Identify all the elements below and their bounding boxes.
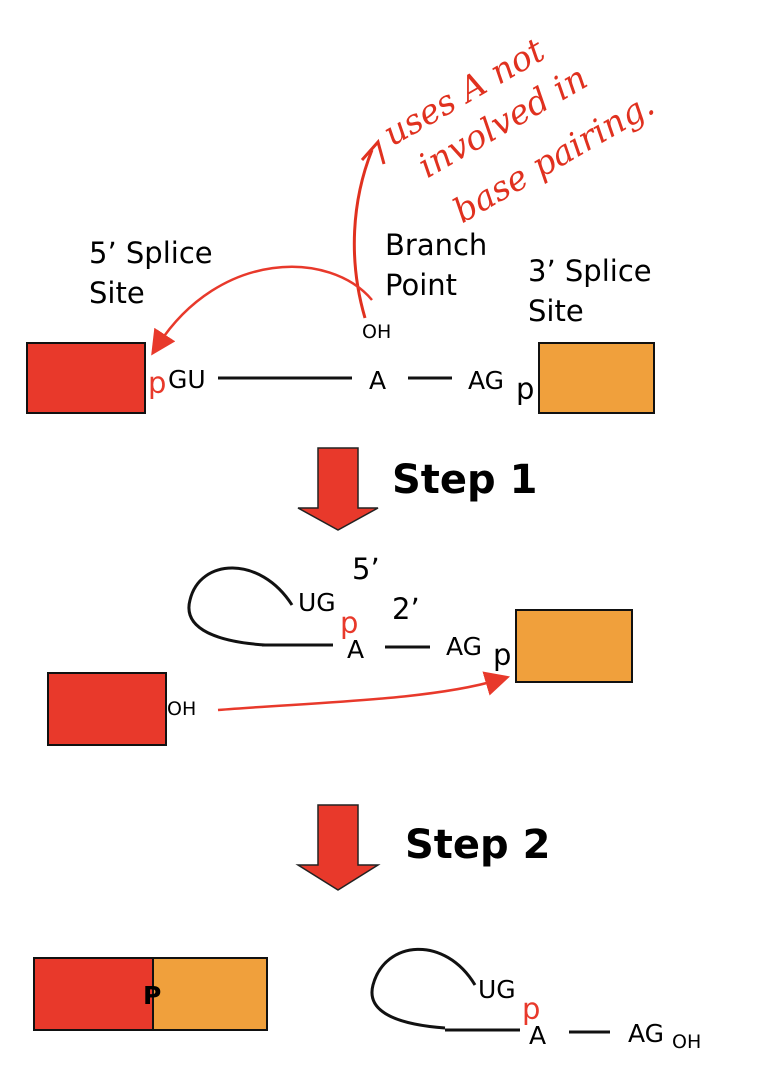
phosphate-5prime: p <box>148 366 167 400</box>
ag-label-top: AG <box>468 366 505 395</box>
oh-label-top: OH <box>362 321 392 343</box>
phosphate-3prime-step1: p <box>493 638 512 672</box>
two-prime-label-step1: 2’ <box>392 592 420 626</box>
three-splice-label-1: 3’ Splice <box>528 254 652 288</box>
down-arrow-step1 <box>297 447 379 531</box>
step2-label: Step 2 <box>405 822 551 868</box>
branch-a-label: A <box>369 366 387 395</box>
five-splice-label-1: 5’ Splice <box>89 236 213 270</box>
down-arrow-step2 <box>295 804 381 891</box>
branch-point-label-1: Branch <box>385 228 488 262</box>
lariat-loop-step1 <box>187 566 294 647</box>
oh-label-step1: OH <box>167 698 197 720</box>
exon1-top <box>26 342 146 414</box>
branch-to-5prime-arrow <box>151 265 373 356</box>
oh-to-3prime-arrow <box>217 671 510 712</box>
branch-point-label-2: Point <box>385 268 458 302</box>
annotation-arrow <box>352 149 374 319</box>
joined-exons <box>33 957 268 1031</box>
exon2-top <box>538 342 655 414</box>
gu-label: GU <box>168 365 206 394</box>
five-prime-label-step1: 5’ <box>352 552 380 586</box>
a-label-step2: A <box>529 1021 547 1050</box>
phosphate-3prime-top: p <box>516 372 535 406</box>
exon1-step1 <box>47 672 167 746</box>
phosphate-step1: p <box>340 606 359 640</box>
ag-label-step2: AG <box>628 1019 665 1048</box>
joined-exon2 <box>154 959 266 1029</box>
oh-subscript-step2: OH <box>672 1031 702 1053</box>
lariat-loop-step2 <box>370 947 477 1030</box>
annotation-arrowhead <box>360 138 386 165</box>
joined-exon1 <box>35 959 154 1029</box>
exon2-step1 <box>515 609 633 683</box>
ag-label-step1: AG <box>446 632 483 661</box>
five-splice-label-2: Site <box>89 276 145 310</box>
step1-label: Step 1 <box>392 457 538 503</box>
three-splice-label-2: Site <box>528 294 584 328</box>
ug-label-step1: UG <box>298 588 336 617</box>
a-label-step1: A <box>347 635 365 664</box>
ug-label-step2: UG <box>478 975 516 1004</box>
phosphate-joined: P <box>143 981 162 1010</box>
phosphate-step2: p <box>522 992 541 1026</box>
